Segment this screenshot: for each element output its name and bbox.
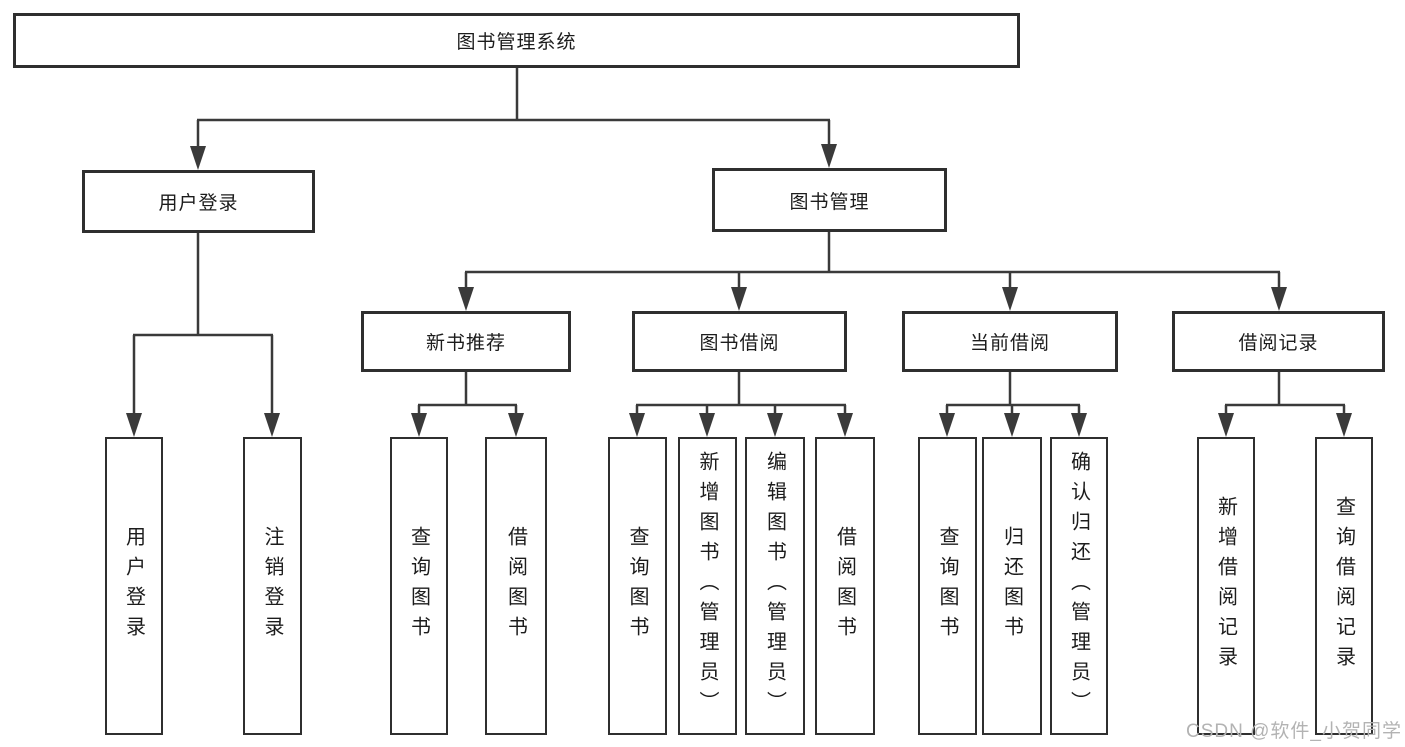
leaf-edit-book-admin-label: 编辑图书（管理员） xyxy=(763,451,786,721)
leaf-newbook-borrow-book: 借阅图书 xyxy=(485,437,547,735)
leaf-user-login: 用户登录 xyxy=(105,437,163,735)
leaf-newbook-query-book-label: 查询图书 xyxy=(407,526,430,646)
leaf-add-book-admin-label: 新增图书（管理员） xyxy=(696,451,718,721)
leaf-borrow-book: 借阅图书 xyxy=(815,437,875,735)
leaf-return-book-label: 归还图书 xyxy=(1000,526,1023,646)
node-book-borrow: 图书借阅 xyxy=(632,311,847,372)
leaf-edit-book-admin: 编辑图书（管理员） xyxy=(745,437,805,735)
leaf-newbook-query-book: 查询图书 xyxy=(390,437,448,735)
leaf-add-borrow-record: 新增借阅记录 xyxy=(1197,437,1255,735)
node-borrow-record-label: 借阅记录 xyxy=(1238,333,1319,354)
arrowhead-icons xyxy=(126,144,1352,437)
leaf-logout: 注销登录 xyxy=(243,437,302,735)
leaf-newbook-borrow-book-label: 借阅图书 xyxy=(504,526,527,646)
leaf-current-query-book-label: 查询图书 xyxy=(936,526,958,646)
node-new-book-recommend: 新书推荐 xyxy=(361,311,571,372)
watermark: CSDN @软件_小贺同学 xyxy=(1186,721,1402,742)
leaf-confirm-return-admin: 确认归还（管理员） xyxy=(1050,437,1108,735)
leaf-query-borrow-record: 查询借阅记录 xyxy=(1315,437,1373,735)
node-book-management: 图书管理 xyxy=(712,168,947,232)
leaf-logout-label: 注销登录 xyxy=(261,526,283,646)
leaf-add-borrow-record-label: 新增借阅记录 xyxy=(1214,496,1237,676)
node-book-management-label: 图书管理 xyxy=(789,191,870,213)
leaf-borrow-query-book-label: 查询图书 xyxy=(626,526,648,646)
node-new-book-recommend-label: 新书推荐 xyxy=(425,333,506,354)
leaf-return-book: 归还图书 xyxy=(982,437,1042,735)
leaf-borrow-book-label: 借阅图书 xyxy=(833,526,856,646)
leaf-user-login-label: 用户登录 xyxy=(122,526,145,646)
node-root-label: 图书管理系统 xyxy=(456,32,577,53)
node-current-borrow-label: 当前借阅 xyxy=(969,333,1050,354)
node-user-login-label: 用户登录 xyxy=(158,193,239,214)
leaf-current-query-book: 查询图书 xyxy=(918,437,977,735)
node-root: 图书管理系统 xyxy=(13,13,1020,68)
leaf-add-book-admin: 新增图书（管理员） xyxy=(678,437,737,735)
leaf-confirm-return-admin-label: 确认归还（管理员） xyxy=(1067,451,1090,721)
node-borrow-record: 借阅记录 xyxy=(1172,311,1385,372)
node-current-borrow: 当前借阅 xyxy=(902,311,1118,372)
node-user-login: 用户登录 xyxy=(82,170,315,233)
node-book-borrow-label: 图书借阅 xyxy=(699,333,780,354)
leaf-borrow-query-book: 查询图书 xyxy=(608,437,667,735)
leaf-query-borrow-record-label: 查询借阅记录 xyxy=(1332,496,1355,676)
